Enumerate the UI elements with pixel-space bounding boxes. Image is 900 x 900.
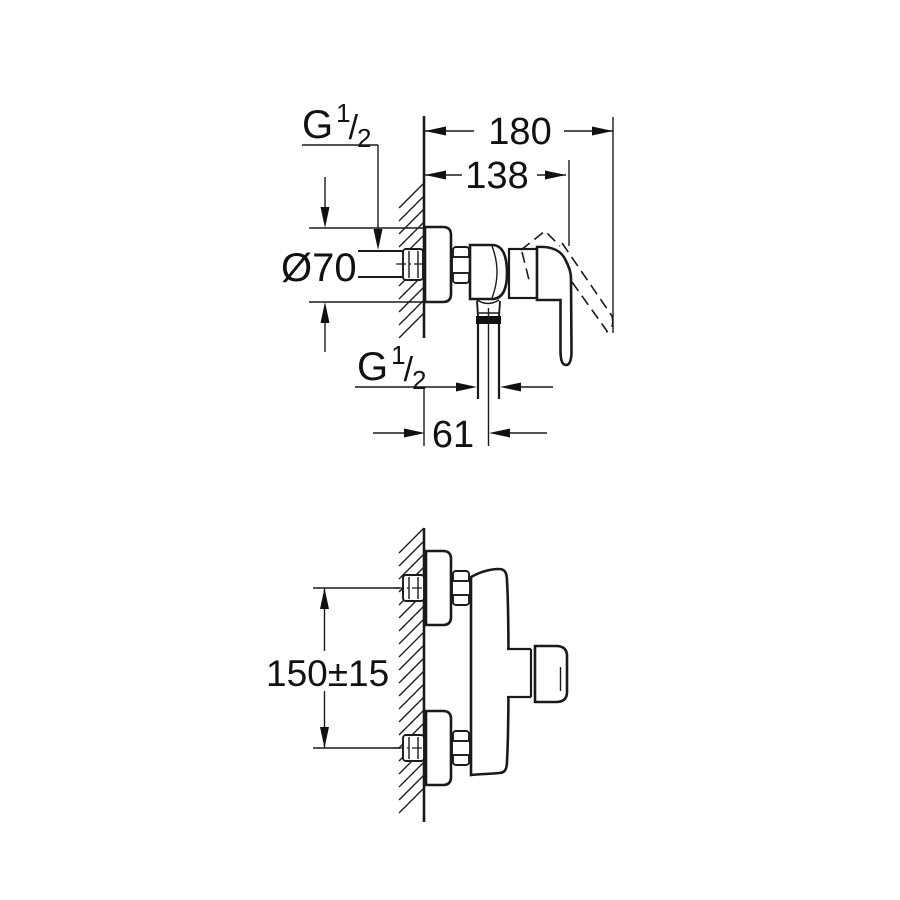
handle-knob <box>533 644 569 704</box>
escutcheon-side <box>423 225 453 304</box>
handle-neck-fill <box>504 650 535 696</box>
top-view: 150±15 <box>266 527 569 822</box>
valve-body-arc <box>491 245 498 299</box>
wall-hatch-top <box>398 527 425 814</box>
dim-escutcheon-diameter: Ø70 <box>281 246 357 290</box>
mixer-body-top <box>469 567 510 777</box>
supply-pipe-fill <box>358 251 403 277</box>
dim-total-depth: 180 <box>488 111 551 153</box>
union-nut-band-side <box>451 256 471 274</box>
supply-pipe <box>358 250 403 278</box>
outlet-connection <box>476 299 501 446</box>
dim-connection-spacing: 150±15 <box>266 653 389 694</box>
valve-body-side <box>468 243 509 301</box>
union-nut-band-lower <box>451 740 471 756</box>
escutcheon-upper <box>424 549 453 627</box>
handle-lever-closed <box>535 245 573 367</box>
escutcheon-lower <box>424 709 453 787</box>
dim-body-depth: 138 <box>465 155 528 197</box>
handle-neck <box>507 647 533 699</box>
dimensions-top: 150±15 <box>266 587 400 749</box>
dim-outlet-offset: 61 <box>432 414 474 456</box>
union-nut-band-upper <box>451 580 471 596</box>
